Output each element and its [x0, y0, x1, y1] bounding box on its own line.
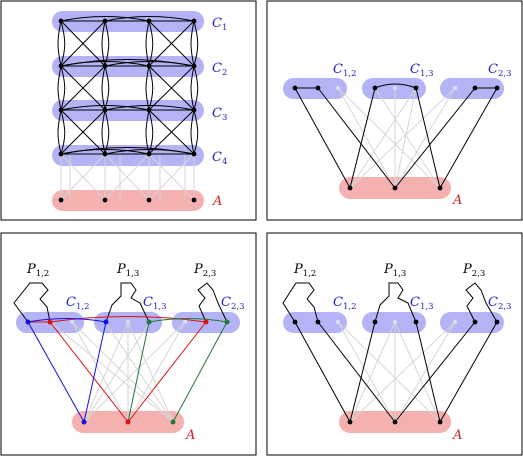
vertices-bottom-right	[292, 319, 500, 425]
cluster-c12	[283, 312, 347, 333]
path-p23-green	[127, 318, 228, 423]
label-p23: P2,3	[462, 262, 485, 279]
label-c12: C1,2	[333, 62, 356, 79]
faint-edges	[337, 321, 456, 423]
panel-frame-bottom-right	[266, 232, 523, 456]
label-c2: C2	[212, 61, 227, 78]
label-c23: C2,3	[488, 62, 511, 79]
intra-cluster-edges	[60, 16, 195, 155]
label-c12: C1,2	[66, 295, 89, 312]
label-p13: P1,3	[116, 262, 139, 279]
label-p12: P1,2	[293, 262, 316, 279]
panel-top-right: C1,2 C1,3 C2,3 A	[283, 62, 511, 208]
cluster-c23	[440, 312, 504, 333]
panel-bottom-left: P1,2 P1,3 P2,3 C1,2 C1,3 C2,3 A	[13, 262, 244, 443]
faint-edges	[49, 321, 186, 423]
cluster-c4	[52, 145, 204, 166]
path-edges	[294, 83, 498, 189]
label-a: A	[452, 193, 462, 208]
vertices-top-right	[292, 85, 500, 191]
label-c3: C3	[212, 106, 227, 123]
label-c13: C1,3	[410, 295, 433, 312]
label-c4: C4	[212, 150, 227, 167]
faint-edges	[337, 87, 456, 189]
path-p13-blue	[27, 318, 107, 423]
label-c12: C1,2	[333, 295, 356, 312]
panel-bottom-right: P1,2 P1,3 P2,3 C1,2 C1,3 C2,3 A	[282, 262, 511, 443]
label-c13: C1,3	[143, 295, 166, 312]
label-p12: P1,2	[26, 262, 49, 279]
path-p12-red	[28, 316, 207, 423]
vertices-top-left	[58, 18, 197, 203]
label-a: A	[185, 428, 195, 443]
vertices-faint	[335, 85, 458, 91]
label-c23: C2,3	[221, 295, 244, 312]
vertices-bottom-left	[25, 319, 230, 425]
label-c13: C1,3	[410, 62, 433, 79]
label-p13: P1,3	[383, 262, 406, 279]
panel-frame-bottom-left	[0, 232, 257, 456]
label-c1: C1	[212, 16, 227, 33]
path-outlines	[13, 282, 228, 323]
panel-top-left: C1 C2 C3 C4 A	[52, 11, 227, 211]
label-a: A	[452, 428, 462, 443]
inter-cluster-edges	[57, 20, 199, 155]
vertices-faint	[335, 319, 458, 325]
label-a: A	[212, 194, 222, 209]
path-edges	[294, 321, 498, 423]
vertices-faint	[69, 319, 188, 325]
label-p23: P2,3	[193, 262, 216, 279]
anchor-a	[52, 190, 204, 211]
path-outlines	[282, 282, 498, 323]
faint-edges	[60, 153, 195, 201]
panel-frame-top-right	[266, 0, 523, 221]
panel-frame-top-left	[0, 0, 257, 221]
cluster-c23	[440, 78, 504, 99]
label-c23: C2,3	[488, 295, 511, 312]
